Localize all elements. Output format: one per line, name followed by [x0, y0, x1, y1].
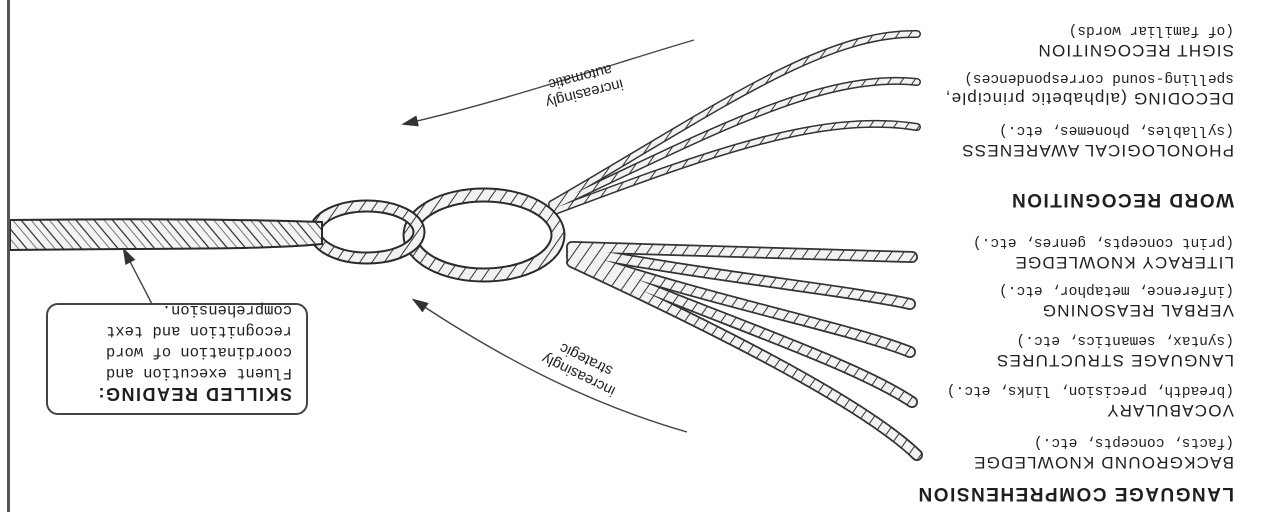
strand-language-structures: LANGUAGE STRUCTURES (syntax, semantics, … — [996, 330, 1234, 370]
strand-sight-recognition: SIGHT RECOGNITION (of familiar words) — [1037, 20, 1234, 60]
strand-name: LITERACY KNOWLEDGE — [973, 252, 1234, 272]
braided-rope — [10, 219, 322, 250]
skilled-reading-line: coordination of word — [60, 341, 292, 362]
strand-verbal-reasoning: VERBAL REASONING (inference, metaphor, e… — [999, 280, 1234, 320]
strand-name: BACKGROUND KNOWLEDGE — [973, 452, 1234, 472]
strand-name: LANGUAGE STRUCTURES — [996, 350, 1234, 370]
language-comprehension-heading: LANGUAGE COMPREHENSION — [917, 482, 1234, 504]
strand-detail: spelling-sound correspondences) — [945, 68, 1234, 88]
strand-name: SIGHT RECOGNITION — [1037, 40, 1234, 60]
rope-loops — [315, 195, 558, 275]
strand-name: DECODING (alphabetic principle, — [945, 88, 1234, 108]
strand-name: VOCABULARY — [947, 400, 1234, 420]
strand-detail: (inference, metaphor, etc.) — [999, 280, 1234, 300]
strand-background-knowledge: BACKGROUND KNOWLEDGE (facts, concepts, e… — [973, 432, 1234, 472]
strand-detail: (print concepts, genres, etc.) — [973, 232, 1234, 252]
language-comprehension-strands — [572, 247, 917, 455]
strand-decoding: DECODING (alphabetic principle, spelling… — [945, 68, 1234, 108]
skilled-reading-line: comprehension. — [60, 299, 292, 320]
strand-detail: (facts, concepts, etc.) — [973, 432, 1234, 452]
strand-detail: (breadth, precision, links, etc.) — [947, 380, 1234, 400]
word-recognition-heading: WORD RECOGNITION — [1011, 188, 1235, 210]
strand-literacy-knowledge: LITERACY KNOWLEDGE (print concepts, genr… — [973, 232, 1234, 272]
strand-phonological-awareness: PHONOLOGICAL AWARENESS (syllables, phone… — [961, 120, 1234, 160]
skilled-reading-box: SKILLED READING: Fluent execution and co… — [46, 303, 308, 415]
frame-edge — [7, 0, 10, 512]
skilled-reading-pointer — [124, 250, 152, 304]
strand-detail: (syllables, phonemes, etc.) — [961, 120, 1234, 140]
strand-detail: (of familiar words) — [1037, 20, 1234, 40]
skilled-reading-title: SKILLED READING: — [60, 383, 292, 405]
skilled-reading-line: recognition and text — [60, 320, 292, 341]
skilled-reading-line: Fluent execution and — [60, 362, 292, 383]
strand-name: PHONOLOGICAL AWARENESS — [961, 140, 1234, 160]
strand-detail: (syntax, semantics, etc.) — [996, 330, 1234, 350]
strand-vocabulary: VOCABULARY (breadth, precision, links, e… — [947, 380, 1234, 420]
strand-name: VERBAL REASONING — [999, 300, 1234, 320]
